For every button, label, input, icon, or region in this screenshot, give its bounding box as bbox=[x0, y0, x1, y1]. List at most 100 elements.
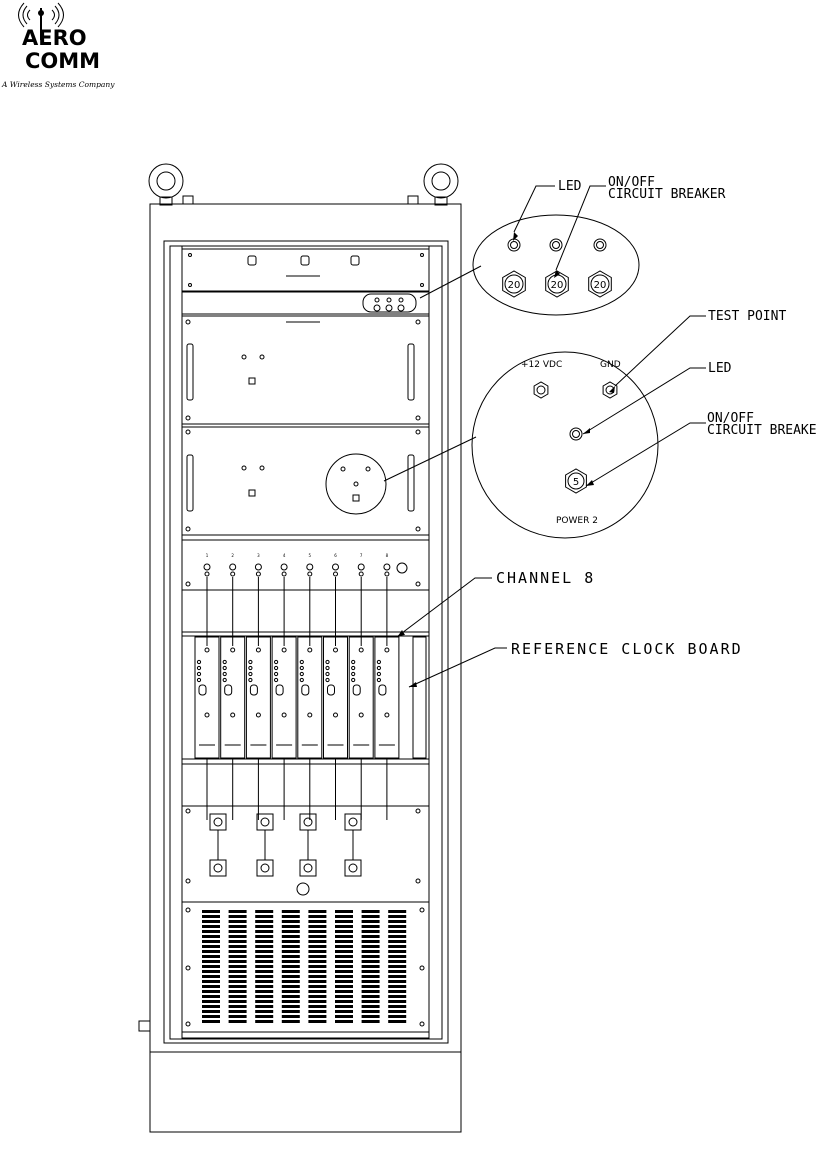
channel-card-connector bbox=[231, 648, 235, 652]
power-supply-1 bbox=[182, 316, 429, 424]
splitter-output-connector bbox=[255, 564, 261, 570]
channel-card-led bbox=[326, 660, 329, 663]
breaker-rating: 20 bbox=[551, 280, 564, 291]
splitter-channel-number: 4 bbox=[283, 553, 286, 558]
vent-slots bbox=[335, 910, 353, 1024]
combiner-connector bbox=[210, 860, 226, 876]
channel-card-switch bbox=[276, 685, 283, 695]
splitter-channel-number: 5 bbox=[309, 553, 312, 558]
channel-card-switch bbox=[379, 685, 386, 695]
channel-card bbox=[324, 637, 348, 758]
splitter-output-connector bbox=[333, 564, 339, 570]
channel-card-switch bbox=[328, 685, 335, 695]
splitter-output-connector bbox=[307, 564, 313, 570]
channel-card-connector bbox=[334, 648, 338, 652]
channel-card-connector bbox=[282, 648, 286, 652]
leader-onoff-power bbox=[586, 423, 706, 486]
splitter-output-connector-lower bbox=[282, 572, 286, 576]
channel-card-led bbox=[197, 660, 200, 663]
vent-slots bbox=[308, 910, 326, 1024]
combiner-connector-inner bbox=[304, 864, 312, 872]
combiner-connector bbox=[345, 860, 361, 876]
channel-card bbox=[195, 637, 219, 758]
system-splitter-panel bbox=[182, 540, 429, 590]
channel-card bbox=[221, 637, 245, 758]
leader-channel-8 bbox=[398, 578, 492, 636]
gnd-connector-icon bbox=[603, 382, 617, 398]
channel-card-led bbox=[352, 678, 355, 681]
channel-card-led bbox=[300, 672, 303, 675]
callout-test-point: TEST POINT bbox=[708, 309, 786, 324]
channel-card bbox=[246, 637, 270, 758]
channel-card bbox=[272, 637, 296, 758]
lifting-eye-left bbox=[149, 164, 183, 205]
channel-card-led bbox=[352, 660, 355, 663]
channel-card-led bbox=[352, 666, 355, 669]
callout-onoff-power-2: CIRCUIT BREAKER bbox=[707, 423, 817, 438]
leader-led bbox=[514, 186, 555, 232]
channel-card bbox=[298, 637, 322, 758]
splitter-output-connector bbox=[230, 564, 236, 570]
splitter-output-connector-lower bbox=[205, 572, 209, 576]
combiner-connector-inner bbox=[261, 864, 269, 872]
channel-card-led bbox=[249, 666, 252, 669]
channel-card-led bbox=[223, 666, 226, 669]
channel-card-led bbox=[377, 660, 380, 663]
combiner-connector-inner bbox=[261, 818, 269, 826]
cabinet-outline bbox=[150, 204, 461, 1132]
breaker-rating: 20 bbox=[508, 280, 521, 291]
channel-card-switch bbox=[225, 685, 232, 695]
channel-card-connector bbox=[205, 648, 209, 652]
splitter-output-connector bbox=[281, 564, 287, 570]
channel-card bbox=[375, 637, 399, 758]
combiner-connector bbox=[257, 860, 273, 876]
power-breaker-rating: 5 bbox=[573, 477, 579, 488]
breaker-rating: 20 bbox=[594, 280, 607, 291]
leader-ref-clock bbox=[409, 648, 507, 687]
channel-card-test-point bbox=[308, 713, 312, 717]
channel-card-test-point bbox=[334, 713, 338, 717]
channel-card-test-point bbox=[282, 713, 286, 717]
led-indicator bbox=[508, 239, 520, 251]
splitter-output-connector-lower bbox=[308, 572, 312, 576]
channel-card-led bbox=[223, 660, 226, 663]
callout-led-top: LED bbox=[558, 179, 582, 194]
splitter-channel-number: 3 bbox=[257, 553, 260, 558]
channel-card-test-point bbox=[256, 713, 260, 717]
channel-card-led bbox=[197, 666, 200, 669]
splitter-channel-number: 7 bbox=[360, 553, 363, 558]
leader-test-point bbox=[615, 316, 706, 386]
channel-card-switch bbox=[250, 685, 257, 695]
combiner-connector bbox=[210, 814, 226, 830]
vent-slots bbox=[229, 910, 247, 1024]
channel-card-led bbox=[275, 660, 278, 663]
channel-card-led bbox=[377, 666, 380, 669]
channel-card-led bbox=[197, 672, 200, 675]
vent-slots bbox=[282, 910, 300, 1024]
combiner-connector bbox=[300, 814, 316, 830]
combiner-connector-inner bbox=[349, 864, 357, 872]
channel-card-led bbox=[197, 678, 200, 681]
combiner-connector bbox=[300, 860, 316, 876]
splitter-output-connector-lower bbox=[231, 572, 235, 576]
splitter-channel-number: 6 bbox=[334, 553, 337, 558]
splitter-output-connector-lower bbox=[256, 572, 260, 576]
combiner-connector bbox=[257, 814, 273, 830]
channel-card-led bbox=[326, 666, 329, 669]
channel-card-switch bbox=[199, 685, 206, 695]
lifting-eye-right bbox=[424, 164, 458, 205]
splitter-output-connector-lower bbox=[334, 572, 338, 576]
callout-reference-clock-board: REFERENCE CLOCK BOARD bbox=[511, 640, 743, 658]
breaker-panel bbox=[182, 292, 429, 314]
plus12-label: +12 VDC bbox=[521, 360, 562, 370]
channel-card-test-point bbox=[231, 713, 235, 717]
channel-card-test-point bbox=[205, 713, 209, 717]
channel-card-led bbox=[223, 672, 226, 675]
combiner-connector-inner bbox=[214, 864, 222, 872]
combiner-connector-inner bbox=[349, 818, 357, 826]
channel-card-led bbox=[249, 660, 252, 663]
channel-card-led bbox=[300, 678, 303, 681]
channel-card-switch bbox=[302, 685, 309, 695]
channel-card-test-point bbox=[385, 713, 389, 717]
splitter-output-connector-lower bbox=[385, 572, 389, 576]
